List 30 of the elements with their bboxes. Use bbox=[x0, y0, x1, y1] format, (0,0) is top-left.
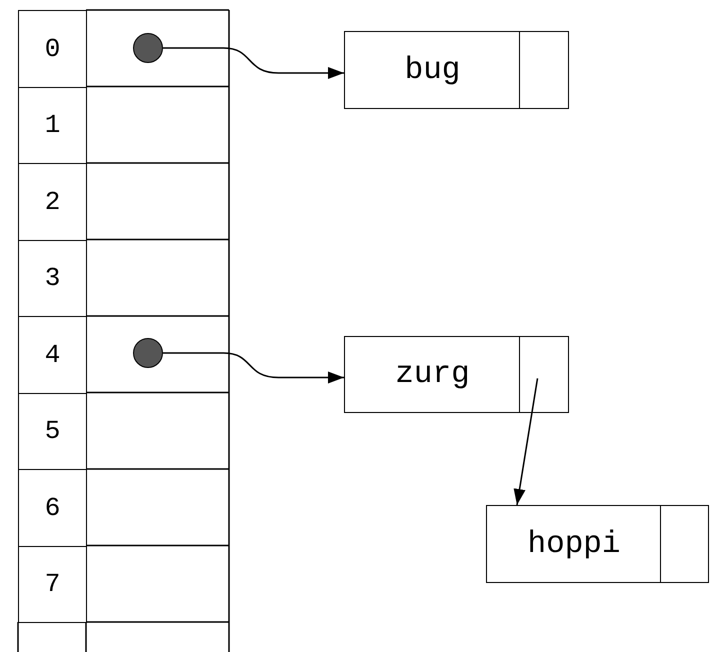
index-cell bbox=[18, 240, 87, 317]
node-label: zurg bbox=[395, 357, 470, 392]
list-node-box bbox=[486, 505, 662, 583]
pointer-cell bbox=[519, 336, 569, 413]
index-cell bbox=[18, 163, 87, 240]
pointer-dot bbox=[133, 338, 163, 368]
index-number: 4 bbox=[44, 340, 60, 370]
index-number: 5 bbox=[44, 416, 60, 446]
pointer-cell bbox=[519, 31, 569, 109]
index-cell bbox=[18, 316, 87, 394]
pointer-arrow bbox=[514, 378, 538, 506]
index-cell bbox=[18, 469, 87, 546]
index-cell bbox=[18, 546, 87, 623]
index-number: 2 bbox=[44, 186, 60, 217]
index-number: 1 bbox=[44, 110, 60, 140]
index-number: 7 bbox=[44, 569, 60, 600]
index-cell bbox=[18, 86, 87, 164]
index-number: 0 bbox=[44, 34, 60, 64]
index-number: 6 bbox=[44, 492, 60, 523]
pointer-dot bbox=[133, 33, 163, 63]
pointer-arrow bbox=[163, 352, 344, 384]
list-node-box bbox=[344, 336, 521, 413]
list-node-box bbox=[344, 31, 521, 109]
index-cell bbox=[18, 392, 87, 470]
index-cell bbox=[18, 10, 87, 88]
pointer-cell bbox=[660, 505, 709, 583]
node-label: bug bbox=[404, 52, 460, 88]
node-label: hoppi bbox=[527, 526, 620, 562]
pointer-arrow bbox=[163, 47, 344, 79]
index-number: 3 bbox=[44, 263, 60, 294]
